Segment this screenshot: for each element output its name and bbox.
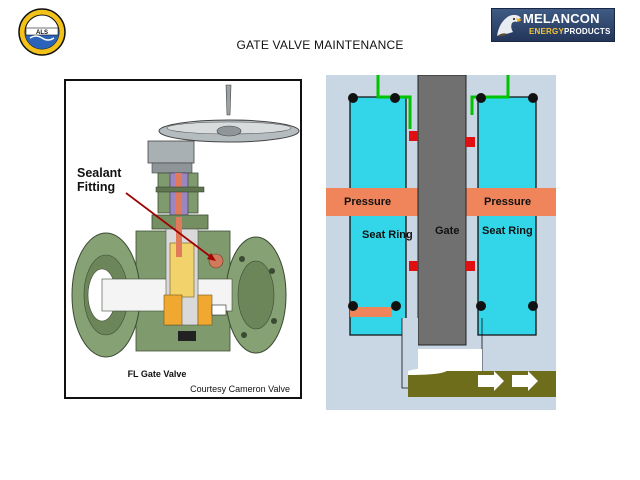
pressure-band-left xyxy=(326,188,418,216)
o-ring xyxy=(476,301,486,311)
gate-valve-illustration xyxy=(71,84,300,358)
o-ring xyxy=(390,93,400,103)
pressure-band-right xyxy=(466,188,556,216)
figure-caption-text: FL Gate Valve xyxy=(127,369,187,379)
gate-valve-cutaway-figure: Sealant Fitting FL Gate Valve Courtesy C… xyxy=(64,79,302,399)
brand-name: MELANCON xyxy=(523,11,600,26)
grease-line-right xyxy=(470,75,510,115)
o-ring xyxy=(528,93,538,103)
brand-logo: MELANCON ENERGYPRODUCTS xyxy=(491,8,615,42)
flow-arrow-icon xyxy=(512,371,538,391)
figure-credit: Courtesy Cameron Valve xyxy=(190,384,290,394)
seat-ring-label-right: Seat Ring xyxy=(482,225,533,237)
gate xyxy=(417,75,467,346)
o-ring xyxy=(348,301,358,311)
callout-line-1: Sealant xyxy=(77,166,122,180)
seal-left-upper xyxy=(409,131,418,141)
company-logo-emblem: ALS xyxy=(18,8,66,56)
sealant-fitting-callout: Sealant Fitting xyxy=(77,166,121,194)
figure-caption: FL Gate Valve xyxy=(66,369,300,379)
seal-left-lower xyxy=(409,261,418,271)
o-ring xyxy=(476,93,486,103)
seal-right-upper xyxy=(466,137,475,147)
o-ring xyxy=(528,301,538,311)
seal-right-lower xyxy=(466,261,475,271)
brand-tagline-products: PRODUCTS xyxy=(564,27,611,36)
page-title: GATE VALVE MAINTENANCE xyxy=(236,38,404,52)
logo-lettering: ALS xyxy=(36,30,48,36)
brand-tagline: ENERGYPRODUCTS xyxy=(529,27,611,36)
brand-tagline-energy: ENERGY xyxy=(529,27,564,36)
flow-arrow-icon xyxy=(478,371,504,391)
seat-ring-label-left: Seat Ring xyxy=(362,229,413,241)
seat-ring-cross-section xyxy=(326,75,556,410)
callout-line-2: Fitting xyxy=(77,180,116,194)
eagle-icon xyxy=(497,14,522,37)
gate-label: Gate xyxy=(435,225,460,237)
seat-ring-pressure-diagram: Pressure Pressure Seat Ring Seat Ring Ga… xyxy=(326,75,556,410)
company-logo: ALS xyxy=(18,8,66,56)
o-ring xyxy=(391,301,401,311)
pressure-label-left: Pressure xyxy=(344,196,392,208)
o-ring xyxy=(348,93,358,103)
pressure-label-right: Pressure xyxy=(484,196,532,208)
